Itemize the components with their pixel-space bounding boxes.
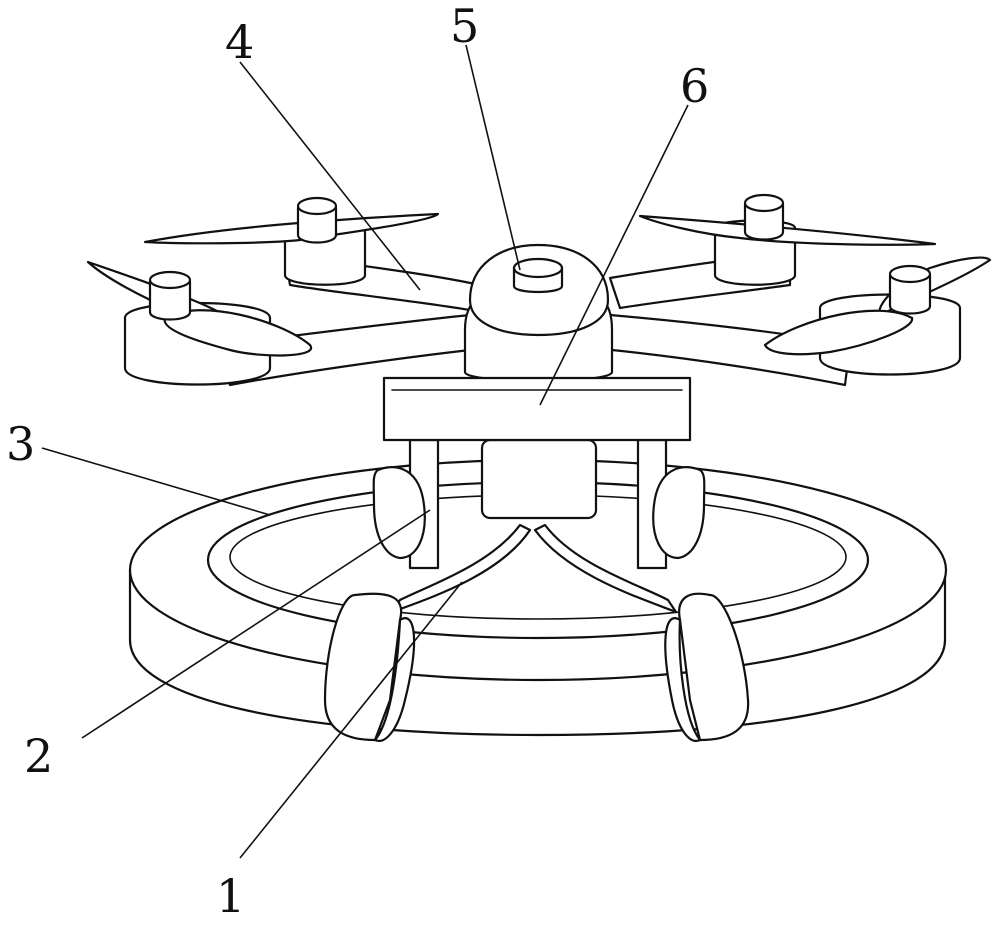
leader-lines <box>41 44 689 859</box>
label-1: 1 <box>216 869 245 923</box>
label-2: 2 <box>24 729 53 783</box>
label-4: 4 <box>225 15 254 69</box>
label-6: 6 <box>680 59 709 113</box>
ring-clamps-back <box>372 466 706 560</box>
central-body <box>463 243 614 383</box>
part-labels: 4 5 6 3 2 1 <box>6 0 709 923</box>
ring-clamps-front <box>323 592 750 743</box>
motor-caps <box>148 193 932 321</box>
carrier-box <box>382 376 692 442</box>
label-5: 5 <box>450 0 479 53</box>
label-3: 3 <box>6 417 35 471</box>
